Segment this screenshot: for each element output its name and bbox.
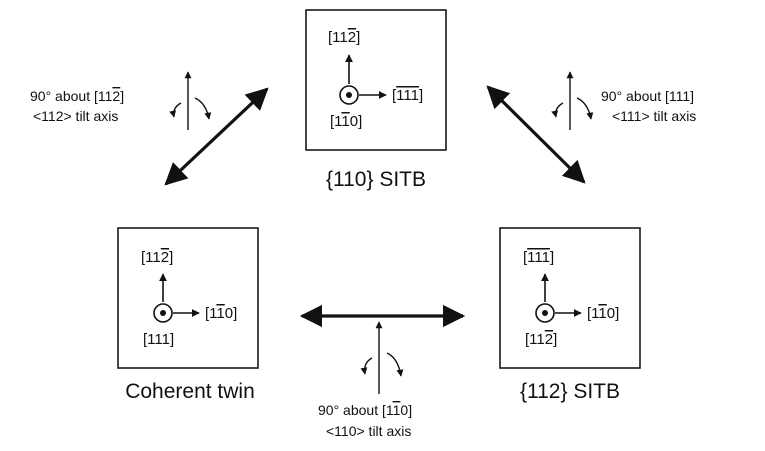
rotation-arc-right-icon (576, 97, 594, 120)
rotation-label-111-line2: <111> tilt axis (612, 108, 696, 124)
caption-110-sitb: {110} SITB (326, 168, 426, 191)
rotation-symbol-111 (551, 71, 594, 130)
panel-frame (117, 227, 259, 369)
caption-112-sitb: {112} SITB (520, 380, 620, 403)
rotation-label-112-line1: 90° about [112] (30, 88, 124, 104)
panel-110-sitb: [112] [111] [110] (305, 9, 447, 151)
transform-arrow-top-right (486, 85, 586, 184)
label-center-111: [111] (143, 331, 174, 348)
caption-coherent-twin: Coherent twin (125, 380, 255, 403)
label-right-1bar10: [110] (205, 305, 237, 322)
panel-112-sitb: [111] [110] [112] (499, 227, 641, 369)
rotation-symbol-110 (360, 321, 404, 394)
out-of-plane-circle (535, 303, 555, 323)
out-of-plane-dot (542, 310, 548, 316)
out-of-plane-circle (153, 303, 173, 323)
panel-frame (305, 9, 447, 151)
transform-arrow-left-top (164, 87, 269, 186)
label-center-1bar10: [110] (330, 113, 362, 130)
rotation-arc-left-icon (551, 102, 564, 118)
rotation-arc-right-icon (194, 97, 212, 120)
rotation-arc-right-icon (386, 352, 404, 377)
rotation-arc-left-icon (360, 357, 373, 375)
rotation-label-111-line1: 90° about [111] (601, 88, 694, 104)
label-up-111bar: [111] (523, 249, 554, 266)
out-of-plane-circle (339, 85, 359, 105)
panel-frame (499, 227, 641, 369)
label-right-1bar10: [110] (587, 305, 619, 322)
rotation-symbol-112 (169, 71, 212, 130)
label-up-112bar: [112] (328, 29, 360, 46)
rotation-label-112-line2: <112> tilt axis (33, 108, 118, 124)
label-up-112bar: [112] (141, 249, 173, 266)
rotation-label-110-line1: 90° about [110] (318, 402, 412, 418)
label-center-112bar: [112] (525, 331, 557, 348)
rotation-arc-left-icon (169, 102, 182, 118)
out-of-plane-dot (160, 310, 166, 316)
panel-coherent-twin: [112] [110] [111] (117, 227, 259, 369)
rotation-label-110-line2: <110> tilt axis (326, 423, 411, 439)
out-of-plane-dot (346, 92, 352, 98)
label-right-111bar: [111] (392, 87, 423, 104)
